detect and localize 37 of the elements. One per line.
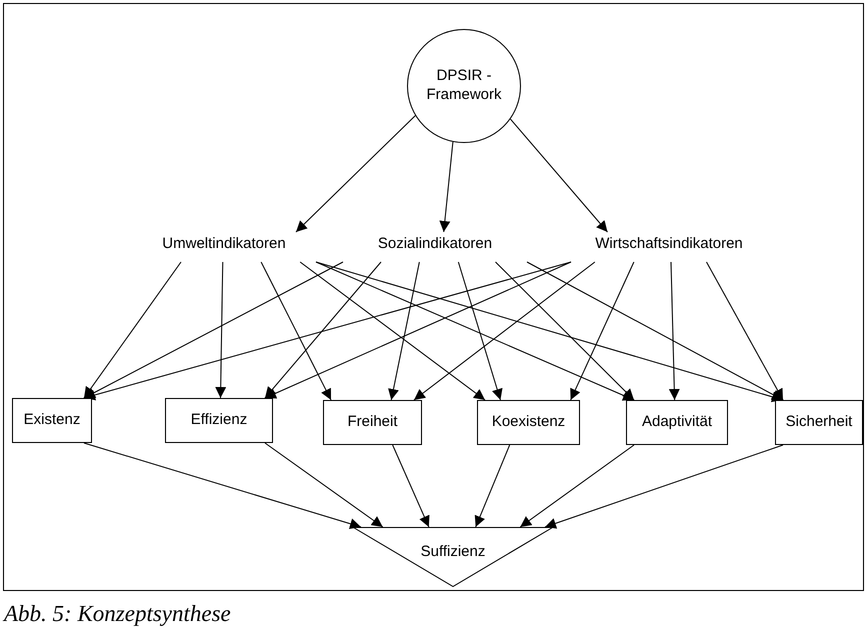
concept-box: Freiheit xyxy=(323,400,422,445)
arrow xyxy=(300,262,486,400)
concept-box: Adaptivität xyxy=(626,400,728,445)
arrow xyxy=(392,444,430,528)
arrow xyxy=(474,444,510,528)
concept-box: Koexistenz xyxy=(477,400,580,445)
indicator-label: Sozialindikatoren xyxy=(335,232,535,256)
arrow xyxy=(264,262,382,398)
arrow xyxy=(264,442,384,528)
indicator-label: Umweltindikatoren xyxy=(124,232,324,256)
node-label: Suffizienz xyxy=(420,542,486,562)
arrow xyxy=(668,262,680,400)
arrow xyxy=(458,262,502,400)
arrow xyxy=(570,262,634,400)
indicator-label: Wirtschaftsindikatoren xyxy=(563,232,775,256)
arrow xyxy=(495,262,634,400)
arrow xyxy=(264,262,572,399)
arrow xyxy=(84,262,572,400)
arrow xyxy=(215,262,226,398)
arrow xyxy=(388,262,420,400)
figure-caption: Abb. 5: Konzeptsynthese xyxy=(4,600,231,628)
arrow xyxy=(414,262,596,400)
concept-box: Existenz xyxy=(12,398,92,443)
arrow xyxy=(84,262,344,398)
arrow xyxy=(84,442,362,530)
arrow xyxy=(526,262,784,400)
concept-box: Sicherheit xyxy=(775,400,863,445)
arrow xyxy=(260,262,332,400)
arrow xyxy=(706,262,784,400)
arrow xyxy=(544,444,784,529)
arrow xyxy=(439,141,454,232)
arrow xyxy=(510,118,608,232)
arrow xyxy=(84,262,182,398)
arrow xyxy=(316,262,634,401)
concept-box: Effizienz xyxy=(165,398,273,443)
arrow xyxy=(296,115,416,232)
arrow xyxy=(520,444,634,528)
